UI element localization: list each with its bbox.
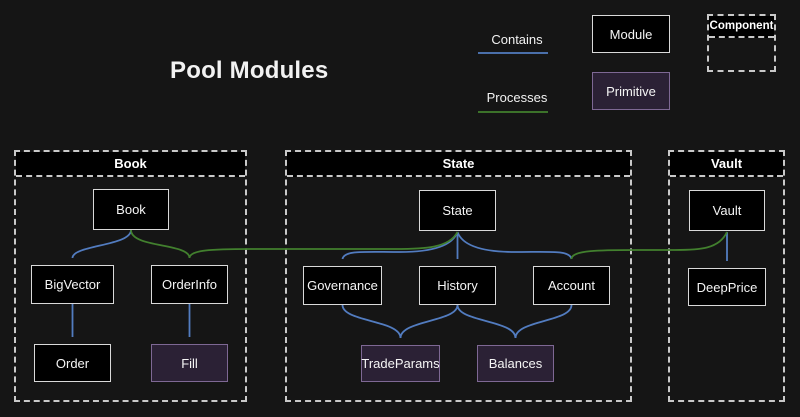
container-state: State [285, 150, 632, 402]
container-state-header: State [287, 152, 630, 177]
legend-primitive-swatch: Primitive [592, 72, 670, 110]
node-fill: Fill [151, 344, 228, 382]
node-account: Account [533, 266, 610, 305]
container-vault: Vault [668, 150, 785, 402]
node-vault: Vault [689, 190, 765, 231]
node-vault-label: Vault [712, 203, 742, 218]
legend-component-swatch: Component [707, 14, 776, 72]
node-book: Book [93, 189, 169, 230]
legend-component-label: Component [709, 20, 774, 32]
container-book-label: Book [114, 156, 147, 171]
node-orderinfo: OrderInfo [151, 265, 228, 304]
node-governance-label: Governance [307, 278, 378, 293]
container-book-header: Book [16, 152, 245, 177]
legend-module-label: Module [609, 26, 653, 42]
node-tradeparams-label: TradeParams [361, 356, 440, 371]
node-tradeparams: TradeParams [361, 345, 440, 382]
node-fill-label: Fill [181, 355, 198, 371]
node-orderinfo-label: OrderInfo [162, 277, 217, 292]
legend-component-header: Component [709, 16, 774, 38]
node-deepprice-label: DeepPrice [696, 279, 758, 295]
node-order-label: Order [55, 355, 90, 371]
node-book-label: Book [116, 202, 146, 217]
container-vault-label: Vault [710, 156, 743, 171]
node-history-label: History [437, 278, 478, 293]
node-governance: Governance [303, 266, 382, 305]
legend-processes-label: Processes [486, 90, 548, 105]
legend-module-swatch: Module [592, 15, 670, 53]
node-history: History [419, 266, 496, 305]
legend-primitive-label: Primitive [606, 83, 656, 99]
node-order: Order [34, 344, 111, 382]
container-vault-header: Vault [670, 152, 783, 177]
node-account-label: Account [548, 278, 595, 293]
node-bigvector-label: BigVector [44, 277, 101, 292]
container-book: Book [14, 150, 247, 402]
node-state-label: State [442, 203, 473, 218]
node-deepprice: DeepPrice [688, 268, 766, 306]
container-state-label: State [442, 156, 475, 171]
node-balances-label: Balances [488, 356, 543, 371]
node-balances: Balances [477, 345, 554, 382]
node-bigvector: BigVector [31, 265, 114, 304]
legend-contains-label: Contains [491, 32, 543, 47]
page-title: Pool Modules [170, 57, 329, 84]
node-state: State [419, 190, 496, 231]
